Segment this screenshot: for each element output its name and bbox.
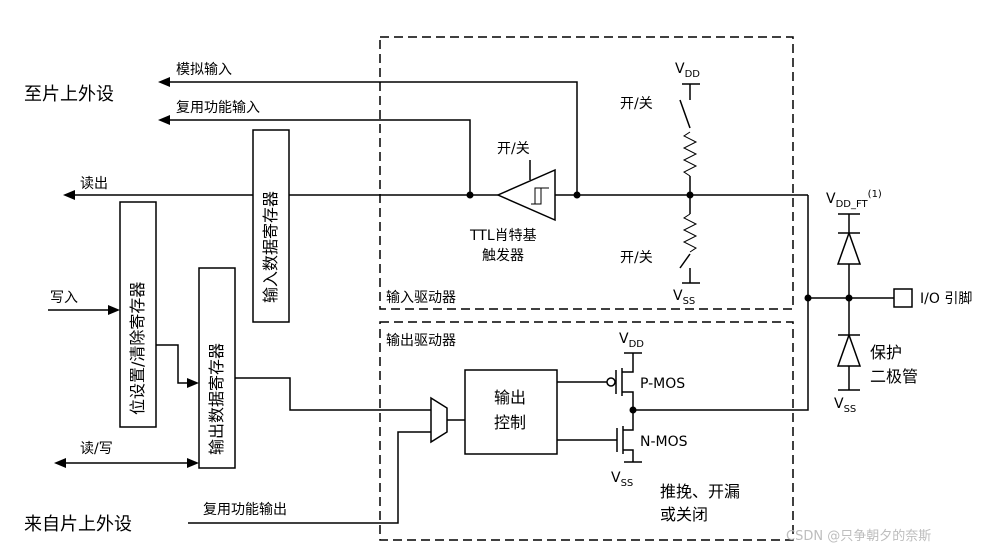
nmos-drain — [623, 410, 634, 431]
output-data-register-label: 输出数据寄存器 — [207, 343, 226, 455]
output-driver-region — [379, 321, 794, 541]
input-data-register-label: 输入数据寄存器 — [261, 191, 280, 303]
output-multiplexer — [430, 396, 448, 444]
output-data-register — [198, 267, 236, 469]
output-driver-label: 输出驱动器 — [386, 333, 456, 349]
output-control-label-2: 控制 — [494, 413, 526, 432]
read-write-arrow-left — [54, 458, 66, 468]
bsr-to-odr-arrow — [187, 378, 199, 388]
pmos-source — [622, 353, 634, 373]
junction-dot — [686, 191, 694, 199]
bsr-to-odr-wire — [156, 344, 189, 384]
io-pin-pad[interactable] — [893, 288, 913, 308]
junction-dot — [804, 294, 812, 302]
pmos-gate-bubble — [606, 377, 616, 387]
output-control-block — [464, 369, 558, 455]
analog-input-wire — [168, 81, 578, 195]
vdd-ft-label: VDD_FT(1) — [826, 189, 882, 210]
pullup-switch-label: 开/关 — [620, 96, 653, 112]
pmos-label: P-MOS — [640, 376, 685, 392]
switch-label-top: 开/关 — [497, 141, 530, 157]
input-data-register — [252, 129, 290, 323]
write-in-arrow — [108, 305, 120, 315]
pullup-switch-blade — [679, 99, 691, 129]
push-pull-label-2: 或关闭 — [660, 505, 708, 524]
ttl-label-2: 触发器 — [482, 248, 524, 264]
nmos-label: N-MOS — [640, 434, 688, 450]
push-pull-label-1: 推挽、开漏 — [660, 482, 740, 501]
vdd-pullup-label: VDD — [675, 61, 700, 80]
pulldown-switch-blade — [679, 253, 691, 269]
analog-input-arrow — [158, 77, 170, 87]
junction-dot — [845, 294, 853, 302]
read-write-label: 读/写 — [80, 440, 113, 457]
bit-set-reset-register — [119, 201, 157, 428]
vss-diode-label: VSS — [834, 396, 856, 415]
schmitt-hysteresis-icon — [531, 187, 549, 205]
alt-func-input-arrow — [158, 115, 170, 125]
watermark: CSDN @只争朝夕的奈斯 — [786, 528, 931, 544]
vdd-output-label: VDD — [619, 331, 644, 350]
output-node-wire — [633, 195, 809, 411]
ttl-label-1: TTL肖特基 — [469, 227, 537, 244]
upper-protect-diode — [836, 230, 862, 265]
output-control-label-1: 输出 — [494, 388, 526, 407]
pulldown-resistor — [682, 213, 698, 253]
io-pin-label: I/O 引脚 — [920, 291, 972, 307]
junction-dot — [573, 191, 581, 199]
write-in-label: 写入 — [50, 290, 78, 306]
to-peripheral-label: 至片上外设 — [24, 84, 114, 105]
from-peripheral-label: 来自片上外设 — [24, 514, 132, 535]
read-out-arrow — [63, 190, 75, 200]
alt-func-input-label: 复用功能输入 — [176, 99, 260, 116]
analog-input-label: 模拟输入 — [176, 62, 232, 78]
vss-pulldown-label: VSS — [673, 288, 695, 307]
nmos-source — [623, 449, 634, 462]
input-driver-region — [379, 36, 794, 310]
alt-func-input-wire — [168, 119, 471, 195]
vss-output-label: VSS — [611, 470, 633, 489]
protect-diode-label-2: 二极管 — [870, 367, 918, 386]
alt-func-output-label: 复用功能输出 — [203, 501, 287, 518]
alt-output-to-mux-wire — [188, 431, 431, 524]
pullup-resistor — [682, 131, 698, 177]
junction-dot — [629, 406, 637, 414]
pmos-drain — [622, 391, 634, 410]
read-out-label: 读出 — [80, 175, 108, 192]
ttl-schmitt-trigger — [496, 168, 556, 222]
protect-diode-label-1: 保护 — [870, 343, 902, 362]
junction-dot — [466, 191, 474, 199]
input-driver-label: 输入驱动器 — [386, 290, 456, 306]
read-write-arrow-right — [187, 458, 199, 468]
pulldown-switch-label: 开/关 — [620, 250, 653, 266]
lower-protect-diode — [836, 332, 862, 367]
odr-to-mux-wire — [235, 377, 431, 411]
bit-set-reset-register-label: 位设置/清除寄存器 — [128, 282, 147, 415]
